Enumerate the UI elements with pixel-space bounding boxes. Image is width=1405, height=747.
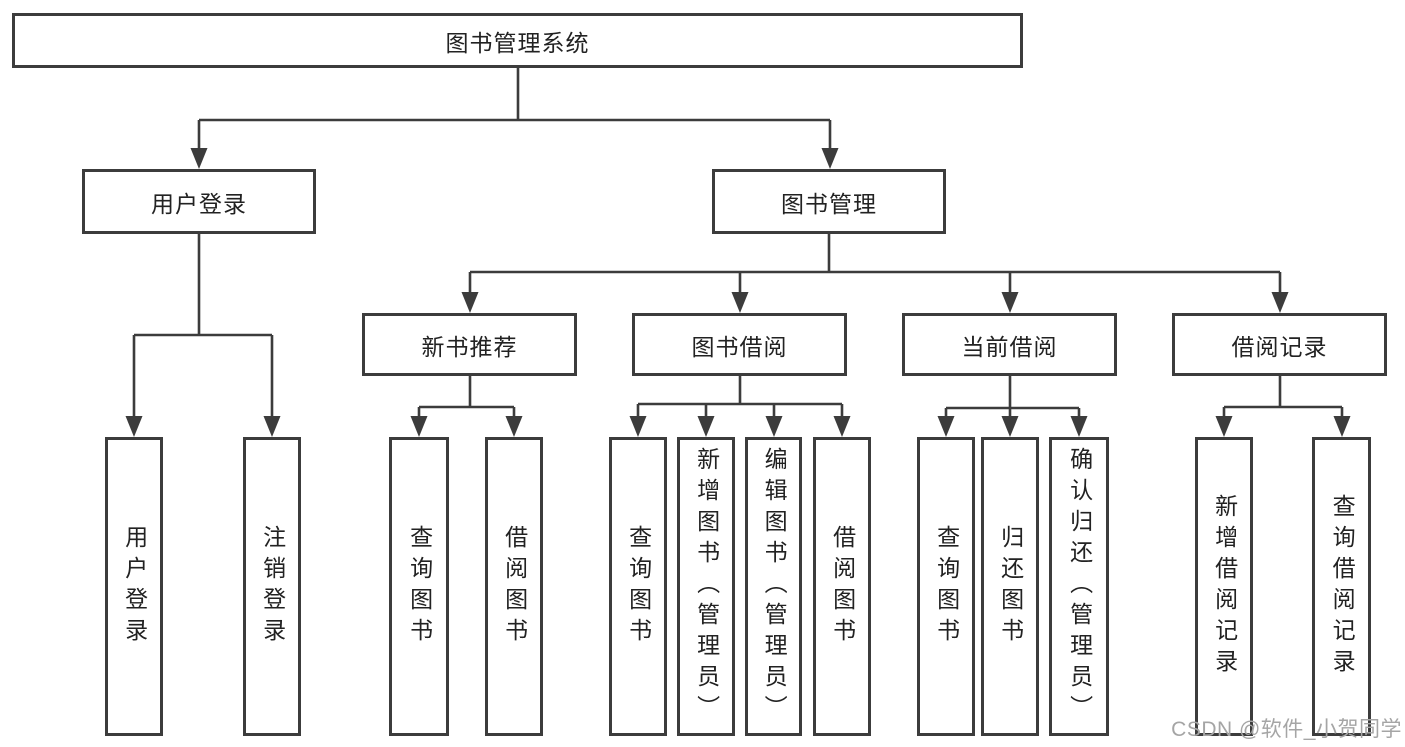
leaf-search-borrow-record: 查询借阅记录 [1312,437,1371,736]
leaf-search-books-borrow: 查询图书 [609,437,667,736]
node-borrow-records-label: 借阅记录 [1231,333,1328,360]
node-root: 图书管理系统 [12,13,1023,68]
node-user-login: 用户登录 [82,169,316,234]
leaf-confirm-return-admin-label: 确认归还（管理员） [1066,447,1093,726]
watermark-text: CSDN @软件_小贺同学 [1171,718,1402,741]
leaf-search-borrow-record-label: 查询借阅记录 [1329,493,1356,680]
leaf-search-books-recommend-label: 查询图书 [406,524,433,649]
node-book-management-label: 图书管理 [781,190,877,217]
leaf-borrow-books: 借阅图书 [813,437,871,736]
leaf-search-books-current: 查询图书 [917,437,975,736]
node-new-book-recommend: 新书推荐 [362,313,577,376]
leaf-add-borrow-record: 新增借阅记录 [1195,437,1253,736]
node-user-login-label: 用户登录 [151,190,247,217]
node-root-label: 图书管理系统 [445,29,590,56]
node-current-borrow: 当前借阅 [902,313,1117,376]
leaf-borrow-books-recommend: 借阅图书 [485,437,543,736]
node-book-management: 图书管理 [712,169,946,234]
leaf-user-login: 用户登录 [105,437,163,736]
leaf-borrow-books-recommend-label: 借阅图书 [501,524,528,649]
leaf-add-book-admin: 新增图书（管理员） [677,437,735,736]
leaf-logout-label: 注销登录 [259,524,286,649]
leaf-add-book-admin-label: 新增图书（管理员） [693,447,720,726]
leaf-confirm-return-admin: 确认归还（管理员） [1049,437,1109,736]
leaf-search-books-current-label: 查询图书 [933,524,960,649]
leaf-add-borrow-record-label: 新增借阅记录 [1211,493,1238,680]
leaf-return-book-label: 归还图书 [997,524,1024,649]
leaf-borrow-books-label: 借阅图书 [829,524,856,649]
leaf-return-book: 归还图书 [981,437,1039,736]
leaf-edit-book-admin-label: 编辑图书（管理员） [761,447,788,726]
leaf-edit-book-admin: 编辑图书（管理员） [745,437,802,736]
leaf-logout: 注销登录 [243,437,301,736]
node-book-borrow: 图书借阅 [632,313,847,376]
node-new-book-recommend-label: 新书推荐 [421,333,518,360]
leaf-search-books-borrow-label: 查询图书 [625,524,652,649]
node-current-borrow-label: 当前借阅 [961,333,1058,360]
node-book-borrow-label: 图书借阅 [691,333,788,360]
leaf-user-login-label: 用户登录 [121,524,148,649]
node-borrow-records: 借阅记录 [1172,313,1387,376]
leaf-search-books-recommend: 查询图书 [389,437,449,736]
